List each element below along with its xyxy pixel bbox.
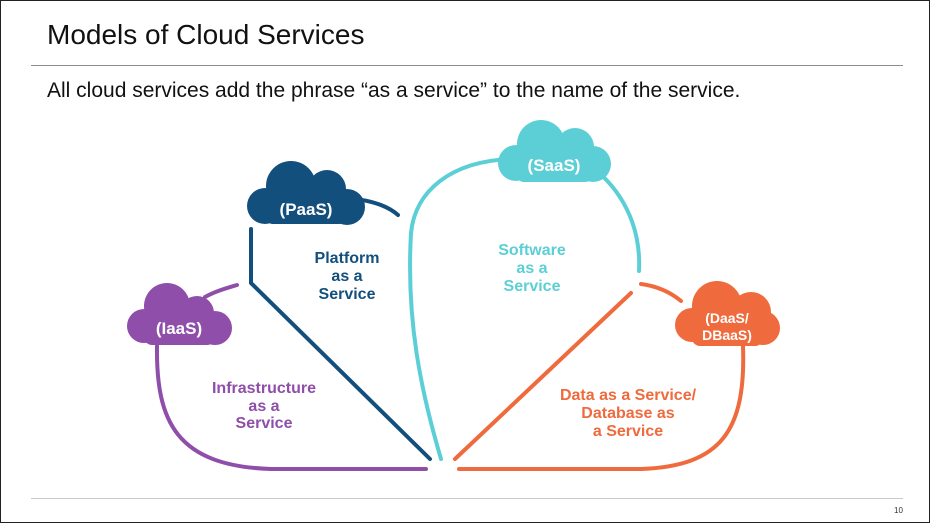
paas-outline (249, 227, 432, 461)
saas-text-line1: Software (498, 242, 566, 259)
daas-cloud-label-line2: DBaaS) (702, 327, 752, 343)
saas-cloud-icon (498, 120, 611, 182)
daas-outline-diagonal (453, 291, 633, 461)
saas-text-line2: as a (516, 260, 547, 277)
daas-cloud-icon (675, 281, 780, 346)
daas-text-line1: Data as a Service/ (560, 387, 697, 404)
iaas-cloud-icon (127, 283, 232, 345)
saas-text-line3: Service (504, 278, 561, 295)
iaas-text-line1: Infrastructure (212, 380, 316, 397)
slide-subtitle: All cloud services add the phrase “as a … (47, 79, 741, 102)
footer-divider (31, 498, 903, 499)
paas-text-line2: as a (331, 268, 362, 285)
daas-outline-bottom (457, 344, 746, 471)
cloud-models-diagram: (IaaS) (PaaS) (SaaS) (DaaS/ DBa (127, 120, 780, 471)
iaas-outline (154, 344, 428, 471)
paas-cloud-icon (247, 161, 365, 225)
saas-outline (408, 157, 513, 461)
saas-outline-right (595, 169, 642, 273)
iaas-text-line3: Service (236, 415, 293, 432)
slide-title: Models of Cloud Services (47, 19, 365, 50)
iaas-outline-top (203, 283, 239, 299)
daas-text-line2: Database as (581, 405, 674, 422)
iaas-cloud-label: (IaaS) (156, 319, 202, 338)
daas-cloud-label-line1: (DaaS/ (705, 310, 749, 326)
paas-text-line3: Service (319, 286, 376, 303)
page-number: 10 (894, 506, 903, 515)
iaas-text-line2: as a (248, 398, 279, 415)
daas-text-line3: a Service (593, 423, 663, 440)
paas-text-line1: Platform (315, 250, 380, 267)
paas-cloud-label: (PaaS) (280, 200, 333, 219)
saas-cloud-label: (SaaS) (528, 156, 581, 175)
title-divider (31, 65, 903, 66)
daas-outline-top (639, 282, 683, 303)
